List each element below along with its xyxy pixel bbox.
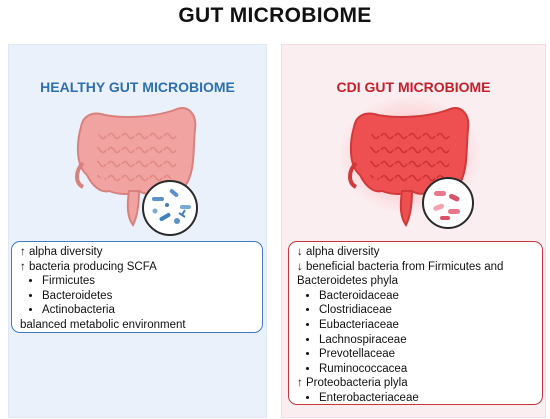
list-item: Ruminococcacea <box>319 362 534 377</box>
list-item: Bacteroidaceae <box>319 289 534 304</box>
list-item: Prevotellaceae <box>319 347 534 362</box>
cdi-heading: CDI GUT MICROBIOME <box>336 79 491 95</box>
healthy-scfa-bacteria: ↑ bacteria producing SCFA <box>20 260 157 273</box>
list-item: Lachnospiraceae <box>319 333 534 348</box>
list-item: Eubacteriaceae <box>319 318 534 333</box>
cdi-families-list: Bacteroidaceae Clostridiaceae Eubacteria… <box>297 289 534 377</box>
cdi-bacteria-icon <box>422 177 474 229</box>
healthy-intestine-icon <box>75 107 197 227</box>
cdi-proteo-list: Enterobacteriaceae <box>297 391 534 406</box>
cdi-intestine-illustration <box>338 95 482 229</box>
healthy-intestine-illustration <box>75 107 198 236</box>
healthy-description-box: ↑ alpha diversity ↑ bacteria producing S… <box>11 241 263 333</box>
list-item: Clostridiaceae <box>319 303 534 318</box>
cdi-description-box: ↓ alpha diversity ↓ beneficial bacteria … <box>288 241 543 405</box>
cdi-proteobacteria: ↑ Proteobacteria plyla <box>297 377 408 390</box>
healthy-panel: HEALTHY GUT MICROBIOME ↑ alpha diversity <box>8 44 267 418</box>
cdi-phyla-label: Bacteroidetes phyla <box>297 275 399 288</box>
list-item: Bacteroidetes <box>42 289 254 304</box>
cdi-panel: CDI GUT MICROBIOME ↓ al <box>281 44 546 418</box>
main-title: GUT MICROBIOME <box>178 4 372 27</box>
list-item: Actinobacteria <box>42 303 254 318</box>
list-item: Firmicutes <box>42 274 254 289</box>
healthy-metabolic-note: balanced metabolic environment <box>20 318 186 331</box>
healthy-alpha-diversity: ↑ alpha diversity <box>20 246 103 258</box>
healthy-heading: HEALTHY GUT MICROBIOME <box>40 79 235 95</box>
healthy-bacteria-icon <box>142 180 198 236</box>
cdi-beneficial-bacteria: ↓ beneficial bacteria from Firmicutes an… <box>297 260 504 273</box>
cdi-alpha-diversity: ↓ alpha diversity <box>297 246 380 258</box>
list-item: Enterobacteriaceae <box>319 391 534 406</box>
healthy-bacteria-list: Firmicutes Bacteroidetes Actinobacteria <box>20 274 254 318</box>
